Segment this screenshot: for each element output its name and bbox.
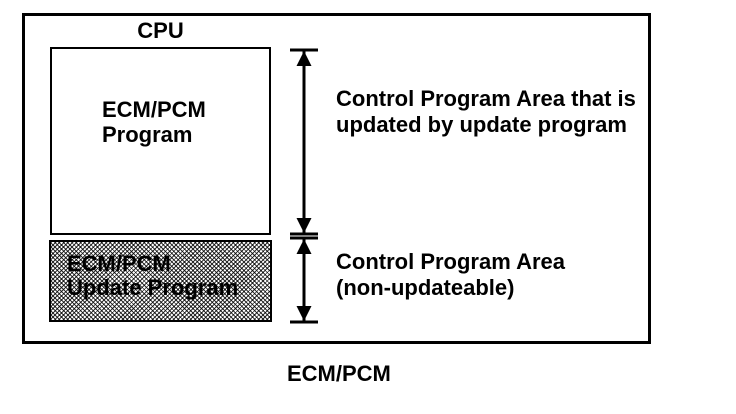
double-arrow-non-updatable-icon bbox=[290, 236, 318, 324]
ecm-pcm-update-program-box bbox=[49, 240, 272, 322]
ecm-pcm-update-program-label-line2: Update Program bbox=[67, 275, 239, 300]
ecm-pcm-program-label-line1: ECM/PCM bbox=[102, 97, 206, 122]
ecm-pcm-update-program-label-line1: ECM/PCM bbox=[67, 251, 171, 276]
ecm-pcm-footer-label: ECM/PCM bbox=[287, 361, 391, 386]
ecm-pcm-program-box bbox=[50, 47, 271, 235]
annotation-non-updatable-area: Control Program Area (non-updateable) bbox=[336, 249, 565, 301]
ecm-pcm-update-program-label: ECM/PCM Update Program bbox=[67, 252, 238, 300]
dimension-arrows bbox=[290, 48, 318, 324]
annotation-non-updatable-area-line2: (non-updateable) bbox=[336, 275, 515, 300]
annotation-updatable-area-line2: updated by update program bbox=[336, 112, 627, 137]
cpu-title: CPU bbox=[137, 18, 184, 43]
annotation-non-updatable-area-line1: Control Program Area bbox=[336, 249, 566, 274]
annotation-updatable-area: Control Program Area that is updated by … bbox=[336, 86, 636, 138]
double-arrow-updatable-icon bbox=[290, 48, 318, 236]
annotation-updatable-area-line1: Control Program Area that is bbox=[336, 86, 636, 111]
ecm-pcm-program-label-line2: Program bbox=[102, 122, 193, 147]
ecm-pcm-program-label: ECM/PCM Program bbox=[102, 97, 206, 147]
